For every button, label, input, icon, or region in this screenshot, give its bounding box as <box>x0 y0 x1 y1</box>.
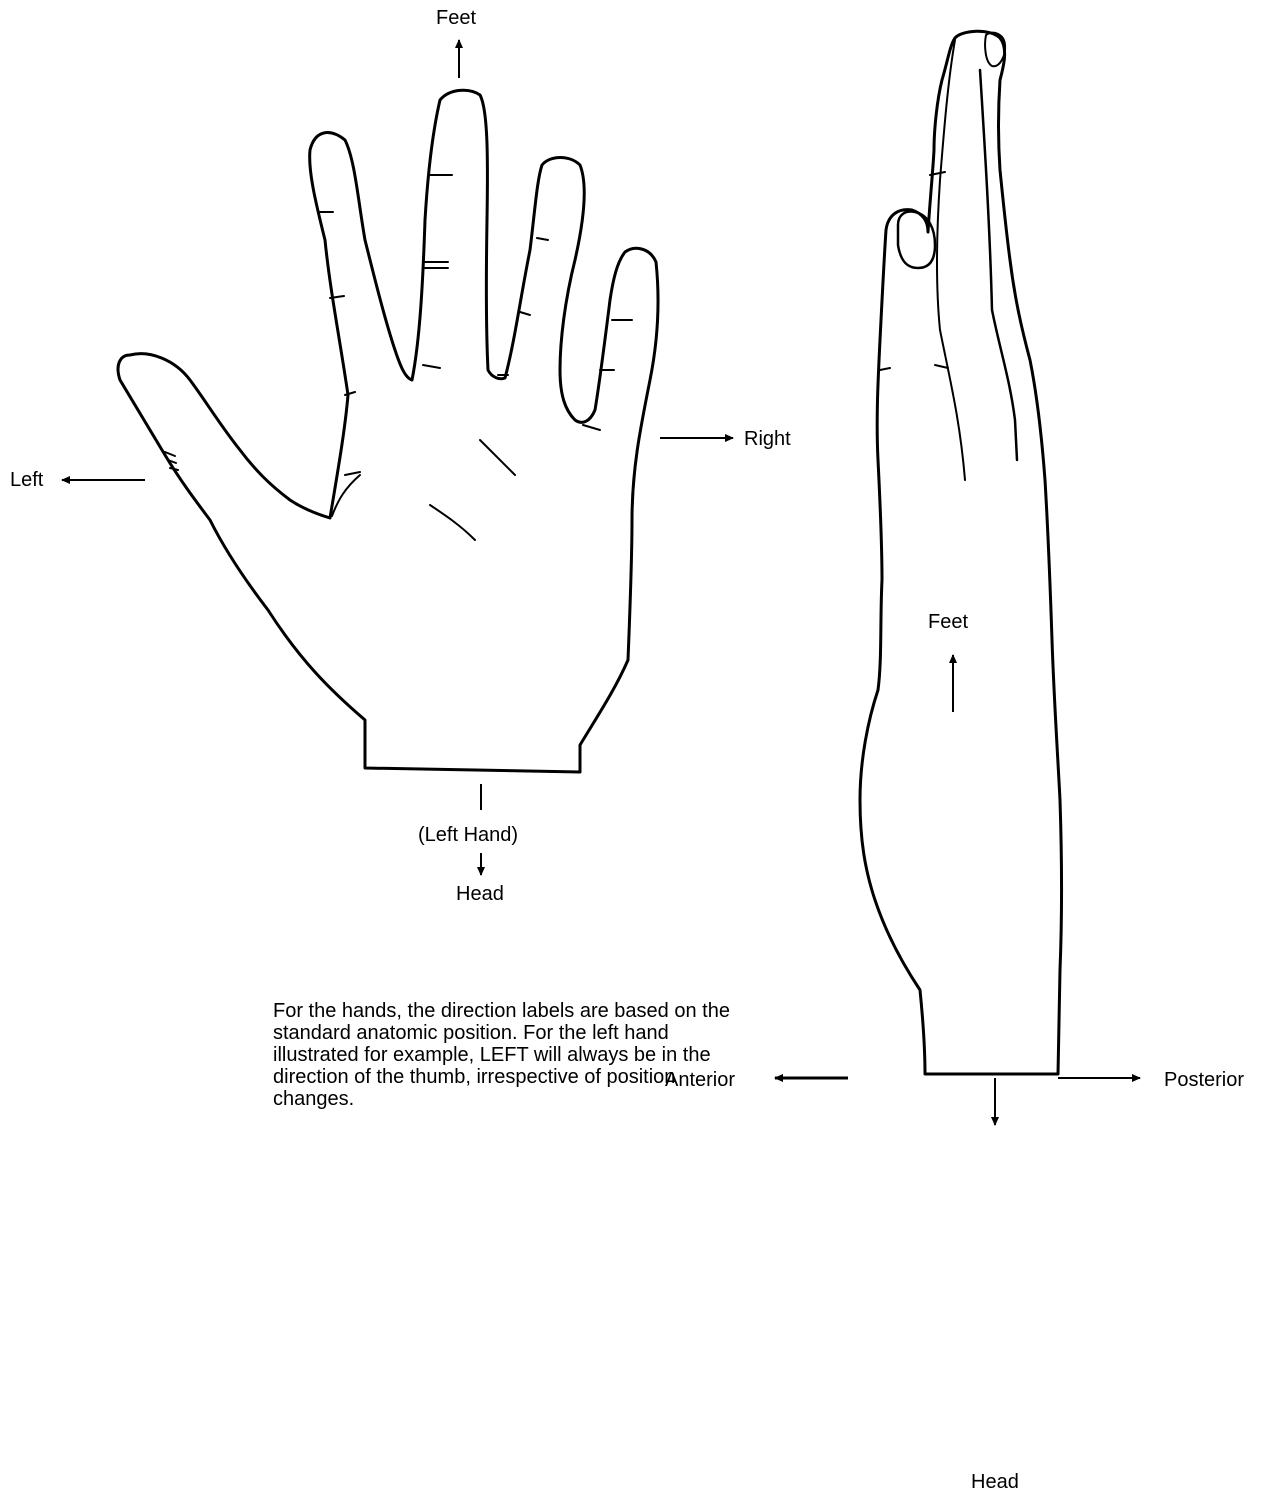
palm-label-left: Left <box>10 468 43 492</box>
palm-label-feet: Feet <box>436 6 476 30</box>
palm-arrows <box>62 40 733 875</box>
side-label-head: Head <box>971 1470 1019 1494</box>
palm-label-right: Right <box>744 427 791 451</box>
explanatory-note: For the hands, the direction labels are … <box>273 1000 753 1110</box>
side-arrows <box>775 655 1140 1125</box>
side-label-feet: Feet <box>928 610 968 634</box>
palm-label-head: Head <box>456 882 504 906</box>
side-label-posterior: Posterior <box>1164 1068 1244 1092</box>
palm-hand-illustration <box>118 90 658 772</box>
palm-caption: (Left Hand) <box>418 823 518 847</box>
side-hand-illustration <box>860 31 1062 1074</box>
